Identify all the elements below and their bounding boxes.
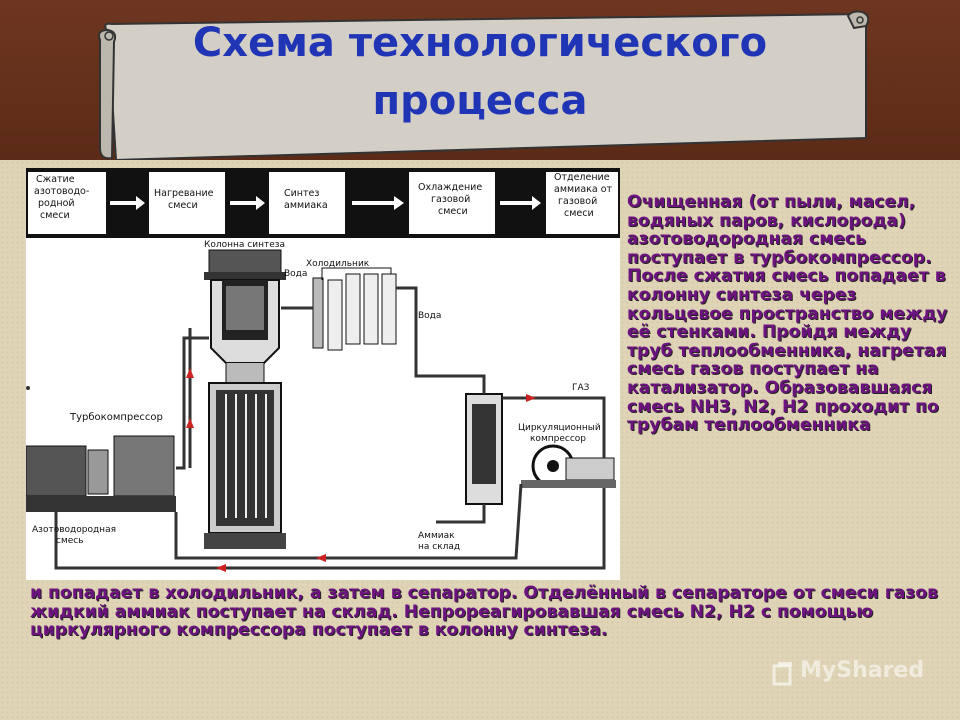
description-bottom: и попадает в холодильник, а затем в сепа… (30, 583, 938, 641)
cooler (312, 267, 397, 351)
page-title: Схема технологического процесса (192, 20, 768, 124)
label-gas: ГАЗ (572, 383, 590, 393)
watermark: MyShared (800, 658, 925, 683)
label-water-right: Вода (418, 311, 441, 321)
scroll-banner (98, 10, 870, 160)
label-water-top: Вода (284, 269, 307, 279)
myshared-logo-icon (772, 662, 792, 686)
turbocompressor (26, 435, 176, 512)
flow-arrows (110, 196, 541, 210)
synthesis-column (204, 249, 286, 549)
separator (465, 393, 503, 505)
flow-direction-arrows (186, 368, 536, 572)
circulation-compressor (521, 444, 616, 488)
label-turbo: Турбокомпрессор (69, 412, 163, 423)
description-right: Очищенная (от пыли, масел, водяных паров… (627, 192, 948, 436)
label-cooler: Холодильник (306, 259, 370, 269)
label-column: Колонна синтеза (204, 240, 285, 250)
bullet-dot (26, 386, 30, 390)
